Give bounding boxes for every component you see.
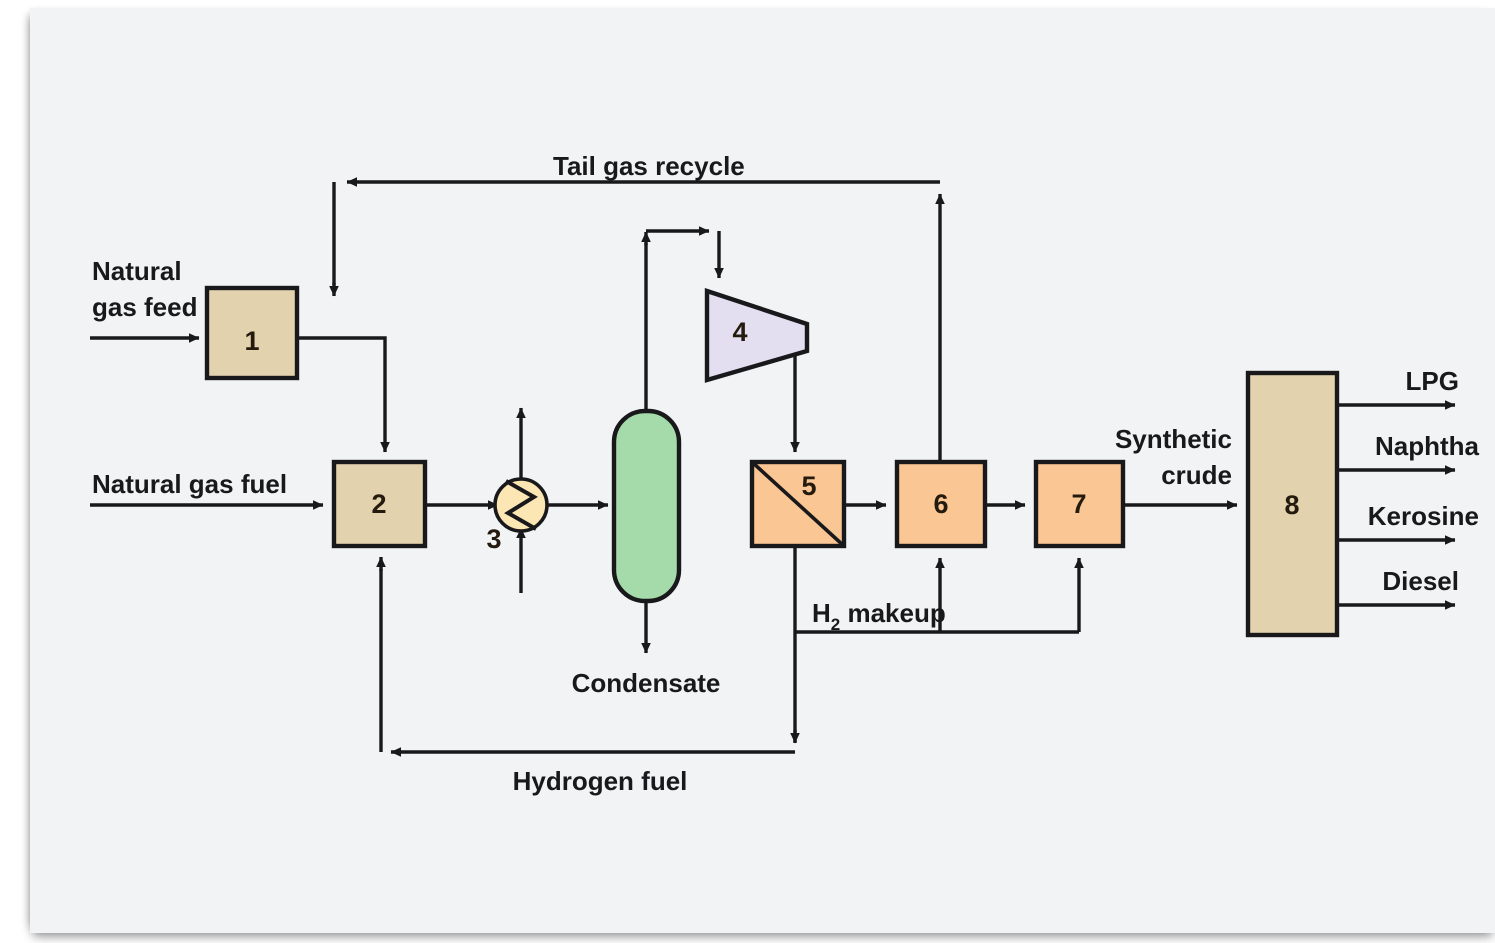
label-h2-makeup: H2 makeup (812, 598, 946, 634)
unit-2-label: 2 (371, 489, 386, 519)
label-h2-makeup-word: makeup (840, 598, 946, 628)
separator-vessel[interactable] (611, 408, 682, 604)
label-natural-gas-fuel: Natural gas fuel (92, 469, 287, 499)
unit-7-label: 7 (1071, 489, 1086, 519)
unit-6[interactable]: 6 (894, 459, 988, 549)
unit-3-heat-exchanger[interactable]: 3 (486, 477, 549, 554)
label-natural-gas-feed-line2: gas feed (92, 292, 198, 322)
label-natural-gas-feed-line1: Natural (92, 256, 182, 286)
unit-4-compressor[interactable]: 4 (704, 287, 810, 383)
label-h2-makeup-h: H (812, 598, 831, 628)
unit-5-label: 5 (801, 471, 816, 501)
unit-8[interactable]: 8 (1245, 370, 1340, 638)
label-tail-gas-recycle: Tail gas recycle (553, 151, 745, 181)
label-condensate: Condensate (572, 668, 721, 698)
label-product-kerosine: Kerosine (1368, 501, 1479, 531)
label-synthetic-crude-line2: crude (1161, 460, 1232, 490)
label-h2-makeup-subscript: 2 (831, 615, 840, 634)
label-hydrogen-fuel: Hydrogen fuel (513, 766, 688, 796)
label-product-diesel: Diesel (1382, 566, 1459, 596)
unit-1-label: 1 (244, 326, 259, 356)
unit-4-label: 4 (732, 317, 747, 347)
unit-3-label: 3 (486, 524, 501, 554)
unit-5[interactable]: 5 (749, 459, 847, 549)
stream-unit1-to-unit2 (297, 336, 390, 453)
unit-1[interactable]: 1 (204, 285, 300, 381)
label-product-naphtha: Naphtha (1375, 431, 1480, 461)
unit-8-label: 8 (1284, 490, 1299, 520)
label-product-lpg: LPG (1406, 366, 1459, 396)
unit-2[interactable]: 2 (331, 459, 428, 549)
unit-6-label: 6 (933, 489, 948, 519)
label-synthetic-crude-line1: Synthetic (1115, 424, 1232, 454)
unit-7[interactable]: 7 (1033, 459, 1126, 549)
